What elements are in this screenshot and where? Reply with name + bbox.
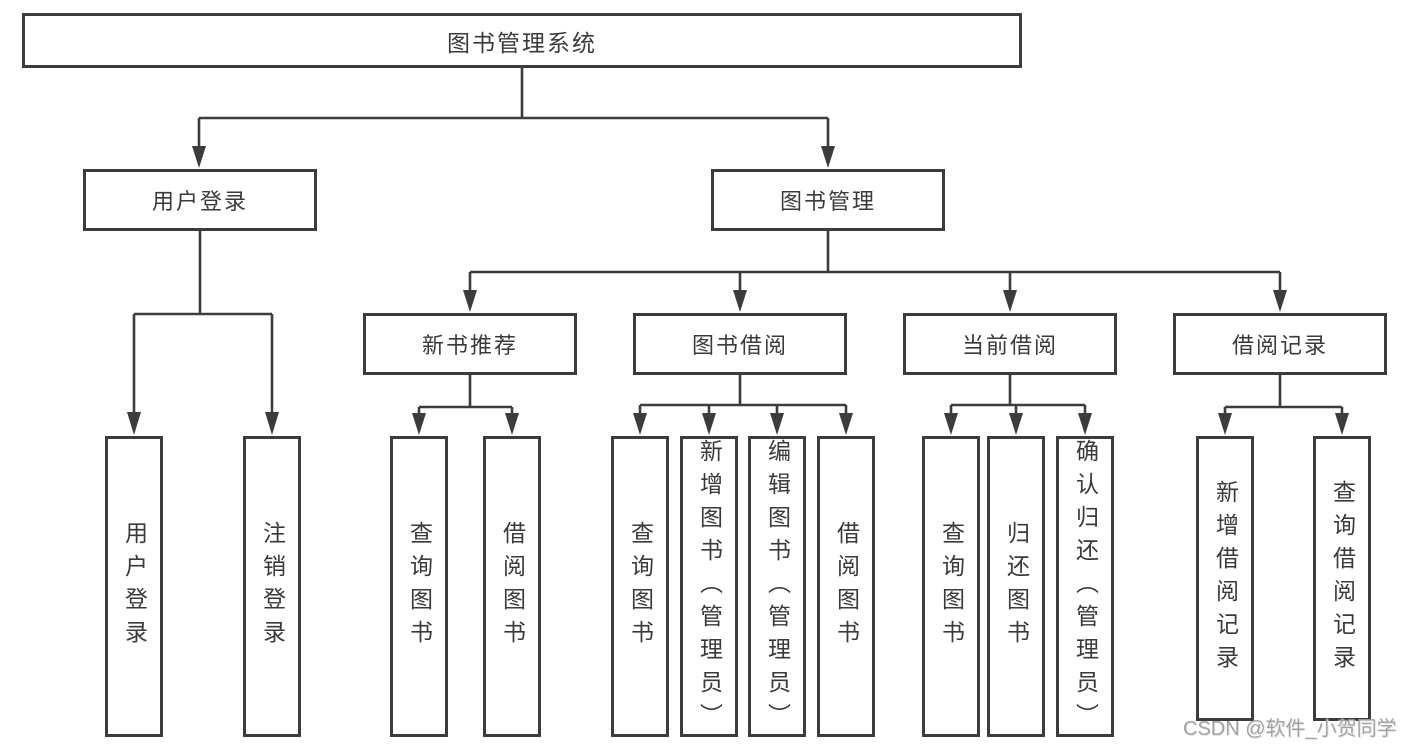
node-label: 新增图书（管理员） [696, 439, 723, 736]
leaf-query-books-recommend: 查询图书 [390, 436, 448, 737]
node-label: 图书管理系统 [447, 29, 597, 56]
node-current-borrow: 当前借阅 [903, 313, 1117, 375]
node-label: 新增借阅记录 [1212, 479, 1239, 678]
leaf-borrow-books-recommend: 借阅图书 [483, 436, 541, 737]
node-label: 当前借阅 [961, 333, 1058, 358]
node-book-borrow: 图书借阅 [633, 313, 847, 375]
leaf-logout: 注销登录 [243, 436, 301, 737]
node-label: 查询图书 [627, 520, 654, 653]
node-user-login: 用户登录 [83, 169, 317, 231]
node-label: 注销登录 [259, 520, 286, 653]
leaf-return-books: 归还图书 [987, 436, 1045, 737]
leaf-borrow-books: 借阅图书 [817, 436, 875, 737]
node-label: 查询图书 [406, 520, 433, 653]
leaf-query-books-borrow: 查询图书 [611, 436, 669, 737]
node-label: 借阅图书 [499, 520, 526, 653]
leaf-add-books-admin: 新增图书（管理员） [680, 436, 738, 737]
node-label: 归还图书 [1003, 520, 1030, 653]
node-label: 查询借阅记录 [1329, 479, 1356, 678]
leaf-edit-books-admin: 编辑图书（管理员） [748, 436, 806, 737]
node-label: 用户登录 [121, 520, 148, 653]
node-label: 图书借阅 [691, 333, 788, 358]
node-label: 用户登录 [151, 189, 248, 214]
node-library-system-root: 图书管理系统 [22, 13, 1022, 68]
node-book-management: 图书管理 [711, 169, 945, 231]
node-label: 借阅图书 [833, 520, 860, 653]
leaf-confirm-return-admin: 确认归还（管理员） [1056, 436, 1114, 737]
node-label: 新书推荐 [421, 333, 518, 358]
leaf-add-borrow-record: 新增借阅记录 [1196, 436, 1254, 721]
leaf-user-login: 用户登录 [105, 436, 163, 737]
leaf-query-books-current: 查询图书 [922, 436, 980, 737]
node-new-book-recommend: 新书推荐 [363, 313, 577, 375]
csdn-watermark: CSDN @软件_小贺同学 [1183, 718, 1397, 740]
node-label: 编辑图书（管理员） [764, 439, 791, 736]
leaf-query-borrow-record: 查询借阅记录 [1313, 436, 1371, 721]
node-borrow-records: 借阅记录 [1173, 313, 1387, 375]
node-label: 图书管理 [779, 189, 876, 214]
node-label: 查询图书 [938, 520, 965, 653]
node-label: 借阅记录 [1231, 333, 1328, 358]
node-label: 确认归还（管理员） [1072, 439, 1099, 736]
